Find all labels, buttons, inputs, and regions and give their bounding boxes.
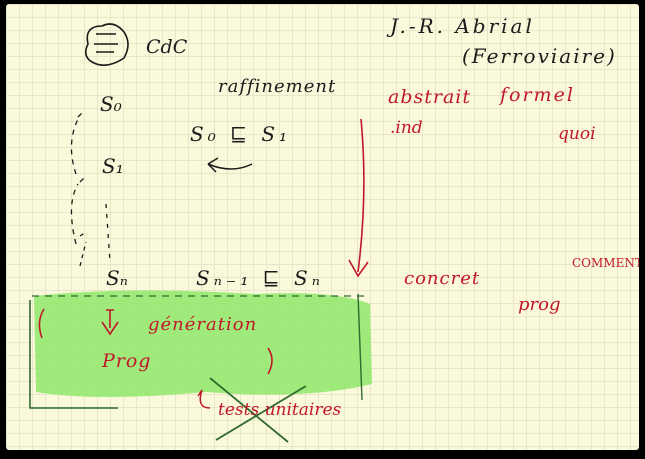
state-sn: Sₙ: [106, 266, 128, 290]
refinement-title: raffinement: [218, 76, 337, 97]
cross-out-mark: [209, 377, 307, 443]
document-icon: [84, 23, 129, 66]
generation-arrow-icon: [101, 309, 119, 336]
label-tests: tests unitaires: [218, 400, 342, 420]
chain-arrow-2: [70, 110, 85, 175]
label-concret: concret: [404, 268, 481, 289]
label-ind: .ind: [390, 118, 423, 138]
green-highlight: [34, 290, 372, 397]
label-prog-green: Prog: [102, 350, 152, 372]
relation-sn1-sn: Sₙ₋₁ ⊑ Sₙ: [196, 266, 324, 290]
highlight-layer: [29, 290, 372, 409]
label-generation: génération: [148, 314, 258, 335]
state-s1: S₁: [102, 154, 124, 178]
author-name: J.-R. Abrial: [390, 14, 535, 38]
label-quoi: quoi: [558, 124, 596, 144]
curved-arrow: [207, 157, 253, 173]
state-s0: S₀: [100, 92, 122, 116]
cdc-label: CdC: [146, 36, 188, 58]
ink-layer: [38, 23, 369, 443]
label-abstrait: abstrait: [388, 86, 471, 108]
label-prog: prog: [518, 294, 561, 315]
label-formel: formel: [500, 84, 575, 106]
whiteboard: CdC J.-R. Abrial (Ferroviaire) raffineme…: [6, 4, 639, 450]
abstract-to-concrete-arrow: [348, 118, 369, 278]
affiliation: (Ferroviaire): [462, 44, 617, 68]
label-comment: COMMENT: [572, 256, 639, 270]
chain-arrow-1: [70, 175, 87, 245]
relation-s0-s1: S₀ ⊑ S₁: [190, 122, 292, 146]
green-box-frame: [29, 300, 118, 409]
